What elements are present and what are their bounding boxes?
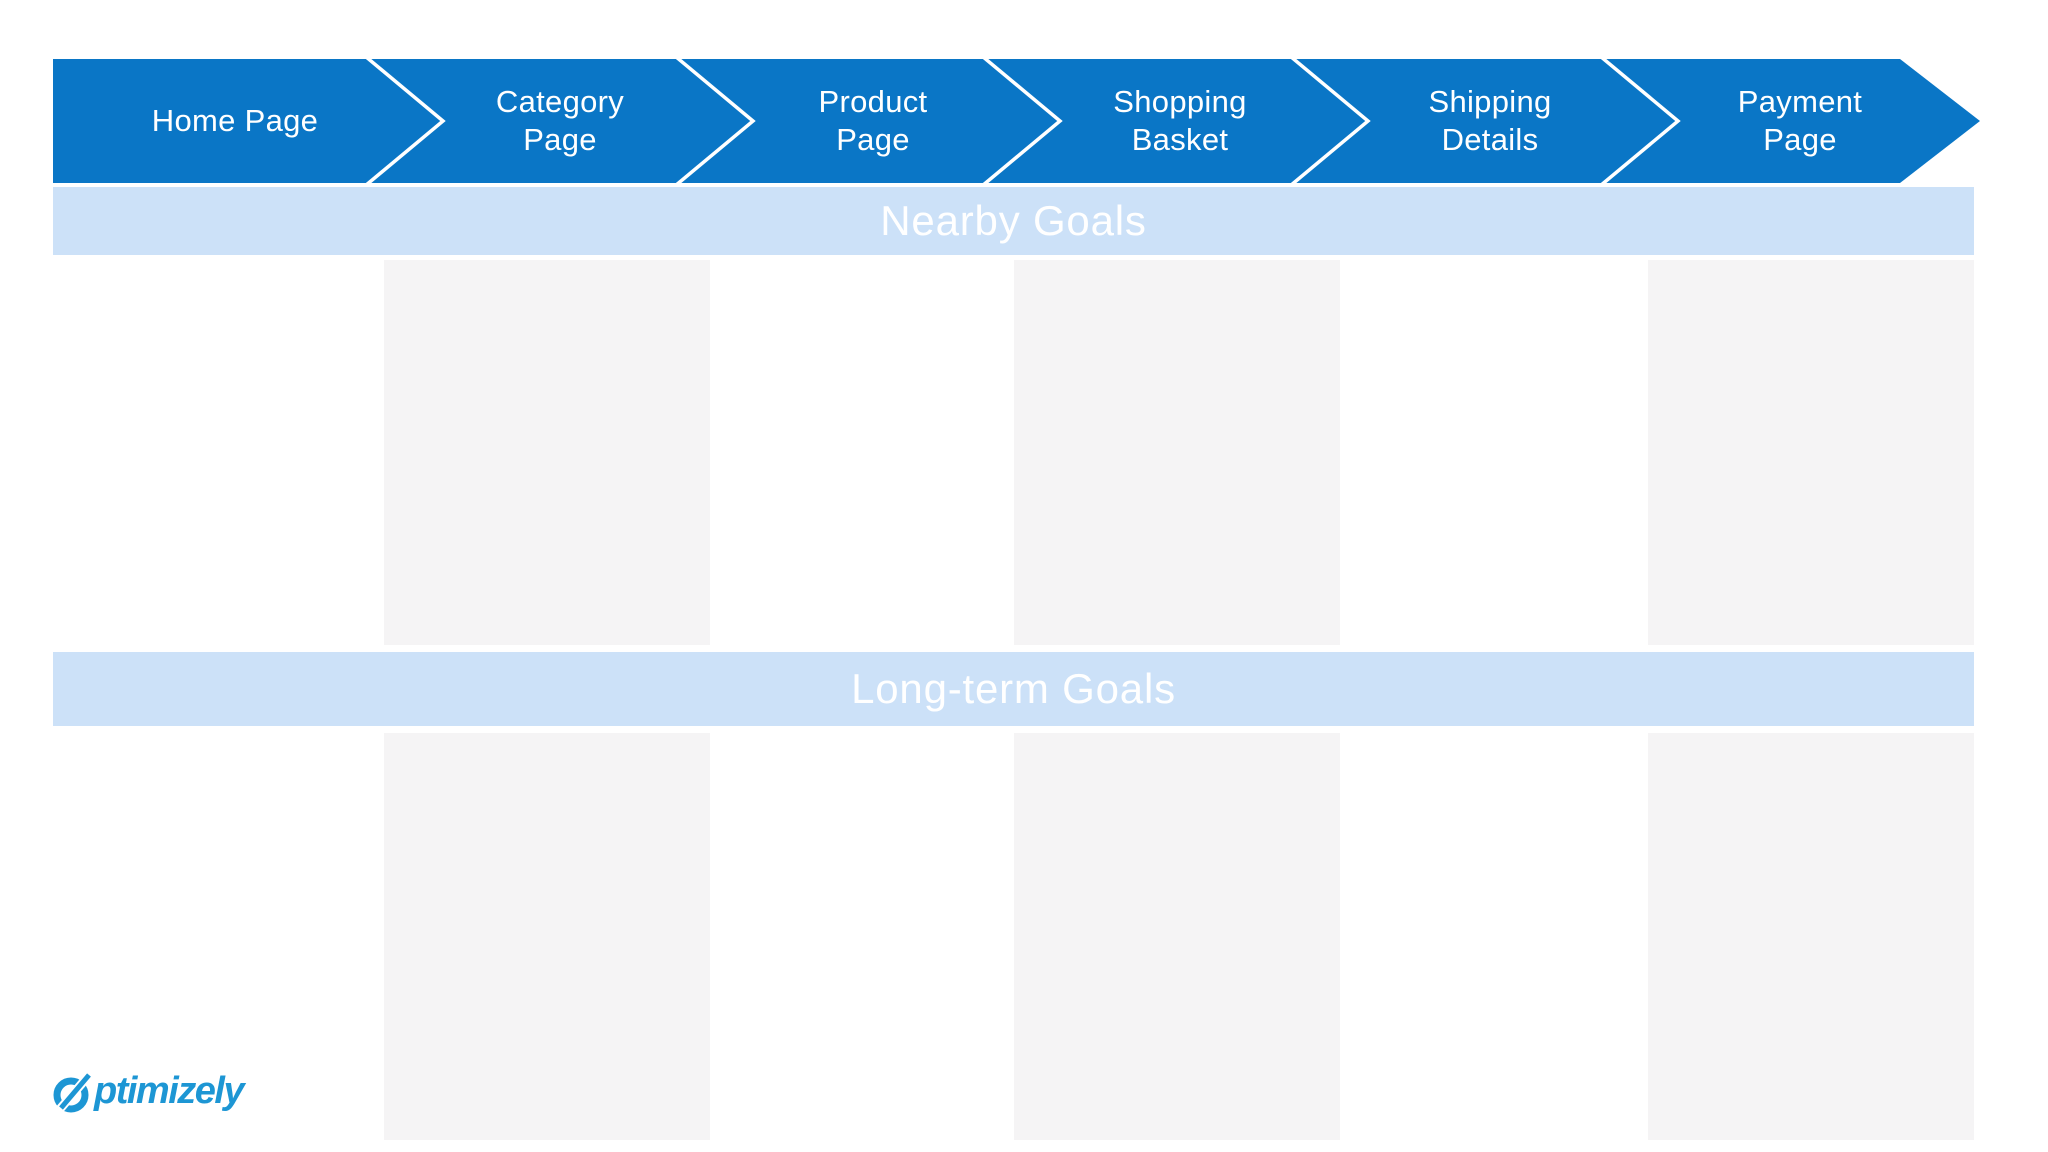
section-banner-nearby-goals: Nearby Goals [53, 187, 1974, 255]
funnel-step-home-page: Home Page [151, 103, 319, 139]
optimizely-o-icon [53, 1071, 94, 1113]
goal-placeholder-column-longterm-basket [1014, 733, 1340, 1140]
goal-placeholder-column-nearby-basket [1014, 260, 1340, 645]
goal-placeholder-column-longterm-category [384, 733, 710, 1140]
optimizely-logo: ptimizely [50, 1070, 245, 1116]
funnel-step-payment-page: Payment Page [1737, 84, 1863, 157]
funnel-step-category-page: Category Page [495, 84, 625, 157]
goal-placeholder-column-nearby-category [384, 260, 710, 645]
funnel-band: Home Page Category Page Product Page Sho… [53, 59, 1980, 187]
section-title-nearby-goals: Nearby Goals [880, 197, 1147, 244]
funnel-arrow-shape [53, 59, 1980, 187]
section-title-long-term-goals: Long-term Goals [851, 665, 1176, 712]
funnel-step-product-page: Product Page [818, 84, 928, 157]
funnel-step-shipping-details: Shipping Details [1428, 84, 1552, 157]
section-banner-long-term-goals: Long-term Goals [53, 652, 1974, 726]
funnel-step-shopping-basket: Shopping Basket [1113, 84, 1247, 157]
goal-placeholder-column-nearby-payment [1648, 260, 1974, 645]
optimizely-wordmark: ptimizely [94, 1070, 245, 1112]
goal-placeholder-column-longterm-payment [1648, 733, 1974, 1140]
